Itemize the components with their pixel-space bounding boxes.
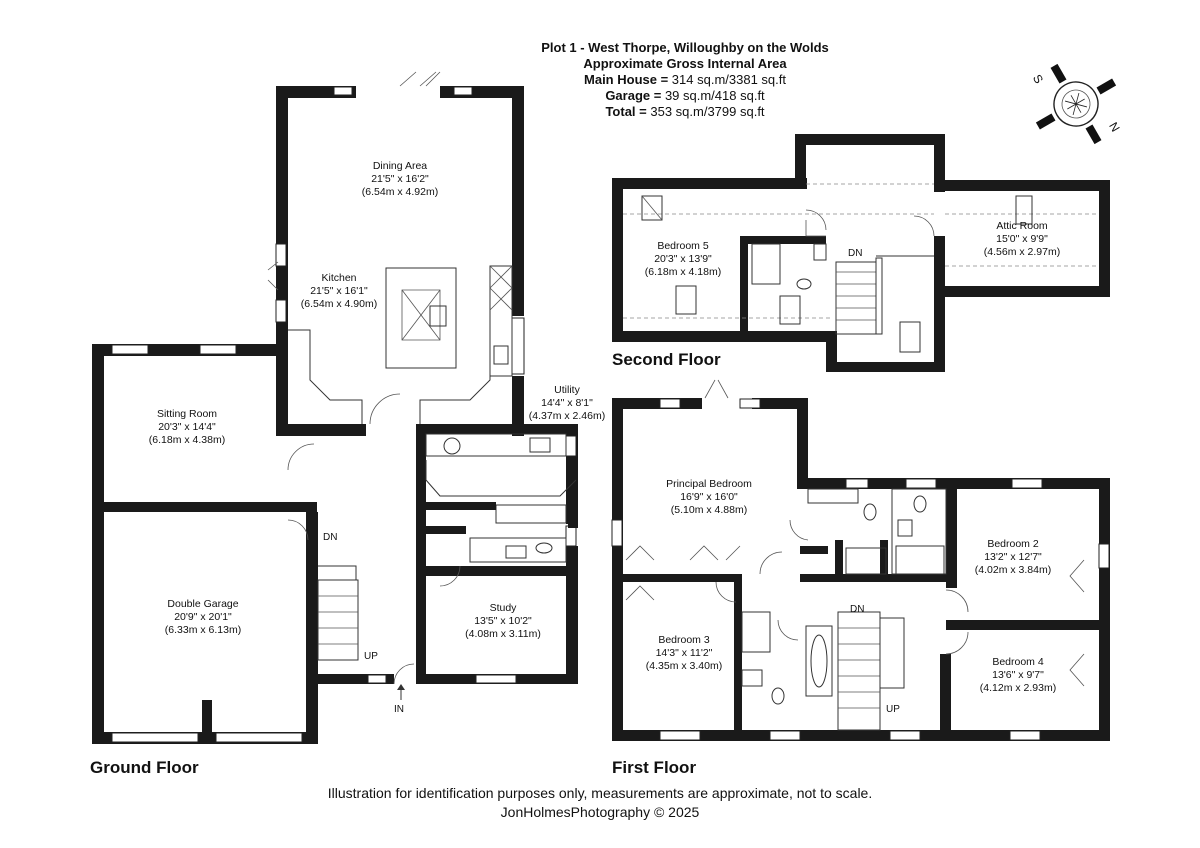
ground-floor-title: Ground Floor: [90, 758, 199, 777]
stairs-up-first: UP: [886, 704, 900, 715]
second-floor-walls: [612, 134, 1110, 372]
ground-floor-fittings: [267, 71, 578, 700]
plan-title: Plot 1 - West Thorpe, Willoughby on the …: [541, 40, 829, 55]
second-floor-fittings: [623, 183, 1099, 353]
stairs-down-first: DN: [850, 604, 865, 615]
total-area: Total = 353 sq.m/3799 sq.ft: [605, 104, 765, 119]
entrance-label: IN: [394, 704, 404, 715]
second-floor-title: Second Floor: [612, 350, 721, 369]
compass-rose-icon: [1035, 63, 1117, 145]
first-floor-title: First Floor: [612, 758, 697, 777]
first-floor-fittings: [625, 379, 1085, 731]
stairs-up-ground: UP: [364, 651, 378, 662]
first-floor-windows: [611, 398, 1110, 741]
disclaimer-text: Illustration for identification purposes…: [327, 785, 873, 801]
ground-floor-windows: [111, 86, 577, 743]
main-house-area: Main House = 314 sq.m/3381 sq.ft: [584, 72, 786, 87]
photographer-credit: JonHolmesPhotography © 2025: [500, 804, 700, 820]
stairs-down-second: DN: [848, 248, 863, 259]
plan-subtitle: Approximate Gross Internal Area: [583, 56, 787, 71]
plan-header: Plot 1 - West Thorpe, Willoughby on the …: [470, 40, 900, 120]
stairs-down-ground: DN: [323, 532, 338, 543]
garage-area: Garage = 39 sq.m/418 sq.ft: [605, 88, 765, 103]
